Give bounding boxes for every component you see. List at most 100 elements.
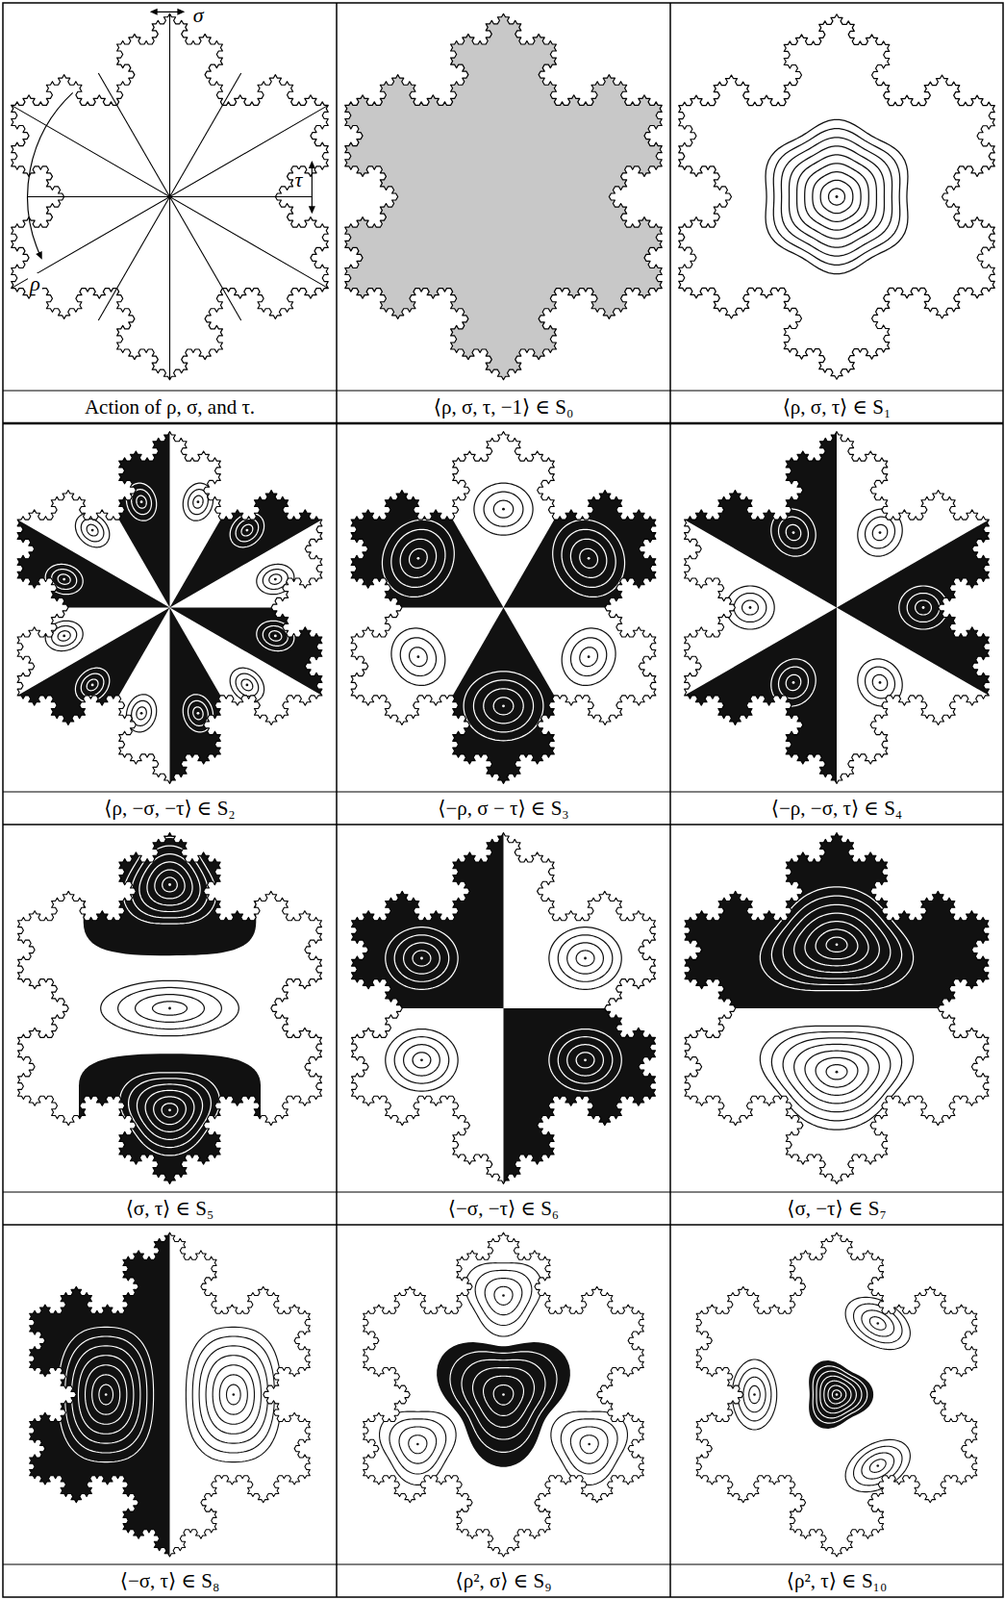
contour-line xyxy=(731,1358,777,1430)
extremum-dot xyxy=(583,956,587,960)
contour-line xyxy=(45,563,83,594)
extremum-dot xyxy=(879,530,882,534)
extremum-dot xyxy=(792,680,796,684)
clipped-field xyxy=(3,1226,281,1562)
extremum-dot xyxy=(197,711,201,715)
contour-line xyxy=(759,886,913,991)
extremum-dot xyxy=(583,1057,587,1061)
contour-line xyxy=(778,666,809,699)
nodal-domain xyxy=(671,425,837,608)
contour-line xyxy=(869,1316,886,1331)
clipped-field xyxy=(731,1296,910,1491)
contour-line xyxy=(771,508,816,556)
contour-line xyxy=(241,678,253,691)
extremum-dot xyxy=(792,530,796,534)
caption-rule xyxy=(2,1190,1004,1192)
tau-label: τ xyxy=(293,169,305,191)
contour-line xyxy=(561,628,616,685)
contour-line xyxy=(765,119,908,274)
contour-line xyxy=(145,1089,195,1131)
contour-line xyxy=(561,528,616,587)
rho-label: ρ xyxy=(27,273,43,295)
contour-line xyxy=(576,1052,595,1068)
nodal-domain xyxy=(3,1226,171,1562)
contour-line xyxy=(193,706,203,720)
contour-line xyxy=(461,1358,546,1439)
contour-line xyxy=(85,1364,127,1424)
extremum-dot xyxy=(168,1107,172,1111)
contour-line xyxy=(579,1434,599,1454)
contour-line xyxy=(389,1418,447,1474)
contour-line xyxy=(494,1285,513,1305)
contour-line xyxy=(815,1056,858,1087)
contour-line xyxy=(749,1384,761,1403)
extremum-dot xyxy=(274,634,277,638)
contour-line xyxy=(86,678,99,691)
contour-line xyxy=(579,647,599,667)
contour-line xyxy=(759,1025,913,1130)
extremum-dot xyxy=(104,1392,108,1396)
symmetry-axis xyxy=(98,73,241,321)
contour-line xyxy=(192,1335,275,1453)
contour-line xyxy=(161,1103,178,1117)
koch-snowflake xyxy=(684,431,990,784)
contour-line xyxy=(771,658,816,706)
contour-line xyxy=(80,518,104,542)
extremum-dot xyxy=(420,1057,424,1061)
contour-line xyxy=(845,1296,910,1349)
contour-line xyxy=(400,637,436,677)
extremum-dot xyxy=(879,680,882,684)
contour-line xyxy=(557,934,613,981)
contour-line xyxy=(182,694,213,732)
contour-line xyxy=(199,1345,268,1443)
contour-line xyxy=(782,904,891,979)
koch-snowflake xyxy=(684,832,989,1184)
contour-line xyxy=(394,1036,450,1083)
panel-caption: ⟨ρ, −σ, −τ⟩ ∈ S₂ xyxy=(2,792,337,824)
contour-line xyxy=(154,869,185,899)
extremum-dot xyxy=(502,1392,505,1396)
contour-line xyxy=(899,585,948,629)
contour-line xyxy=(256,563,295,594)
contour-line xyxy=(778,516,809,549)
contour-line xyxy=(826,1064,848,1080)
panel-caption: ⟨σ, τ⟩ ∈ S₅ xyxy=(2,1192,337,1224)
contour-line xyxy=(865,666,896,699)
panel-caption: Action of ρ, σ, and τ. xyxy=(2,391,337,423)
koch-snowflake xyxy=(29,1231,311,1557)
contour-line xyxy=(153,1096,187,1125)
extremum-dot xyxy=(91,528,95,532)
contour-line xyxy=(794,1043,880,1104)
koch-snowflake xyxy=(11,13,329,379)
arrow-head xyxy=(308,205,316,214)
extremum-dot xyxy=(587,556,591,560)
contour-line xyxy=(135,994,205,1023)
column-rule xyxy=(335,2,338,1597)
extremum-dot xyxy=(587,1442,591,1446)
extremum-dot xyxy=(876,1321,880,1325)
contour-line xyxy=(483,491,524,527)
extremum-dot xyxy=(835,942,839,946)
contour-line xyxy=(394,934,450,981)
contour-line xyxy=(845,1438,910,1491)
extremum-dot xyxy=(922,605,926,609)
contour-line xyxy=(381,519,454,597)
contour-line xyxy=(465,1262,543,1336)
contour-line xyxy=(162,877,178,892)
extremum-dot xyxy=(835,1392,839,1396)
contour-line xyxy=(152,1001,188,1015)
contour-line xyxy=(226,1383,242,1405)
contour-line xyxy=(483,688,524,724)
contour-line xyxy=(797,154,878,239)
contour-line xyxy=(58,1326,154,1461)
clipped-field xyxy=(765,119,908,274)
contour-line xyxy=(128,1078,212,1148)
eigenfunction-panel xyxy=(3,826,336,1190)
contour-line xyxy=(182,482,213,521)
extremum-dot xyxy=(274,577,277,581)
contour-line xyxy=(473,1367,535,1428)
extremum-dot xyxy=(416,654,420,658)
koch-snowflake xyxy=(351,832,656,1184)
contour-line xyxy=(861,1452,895,1479)
